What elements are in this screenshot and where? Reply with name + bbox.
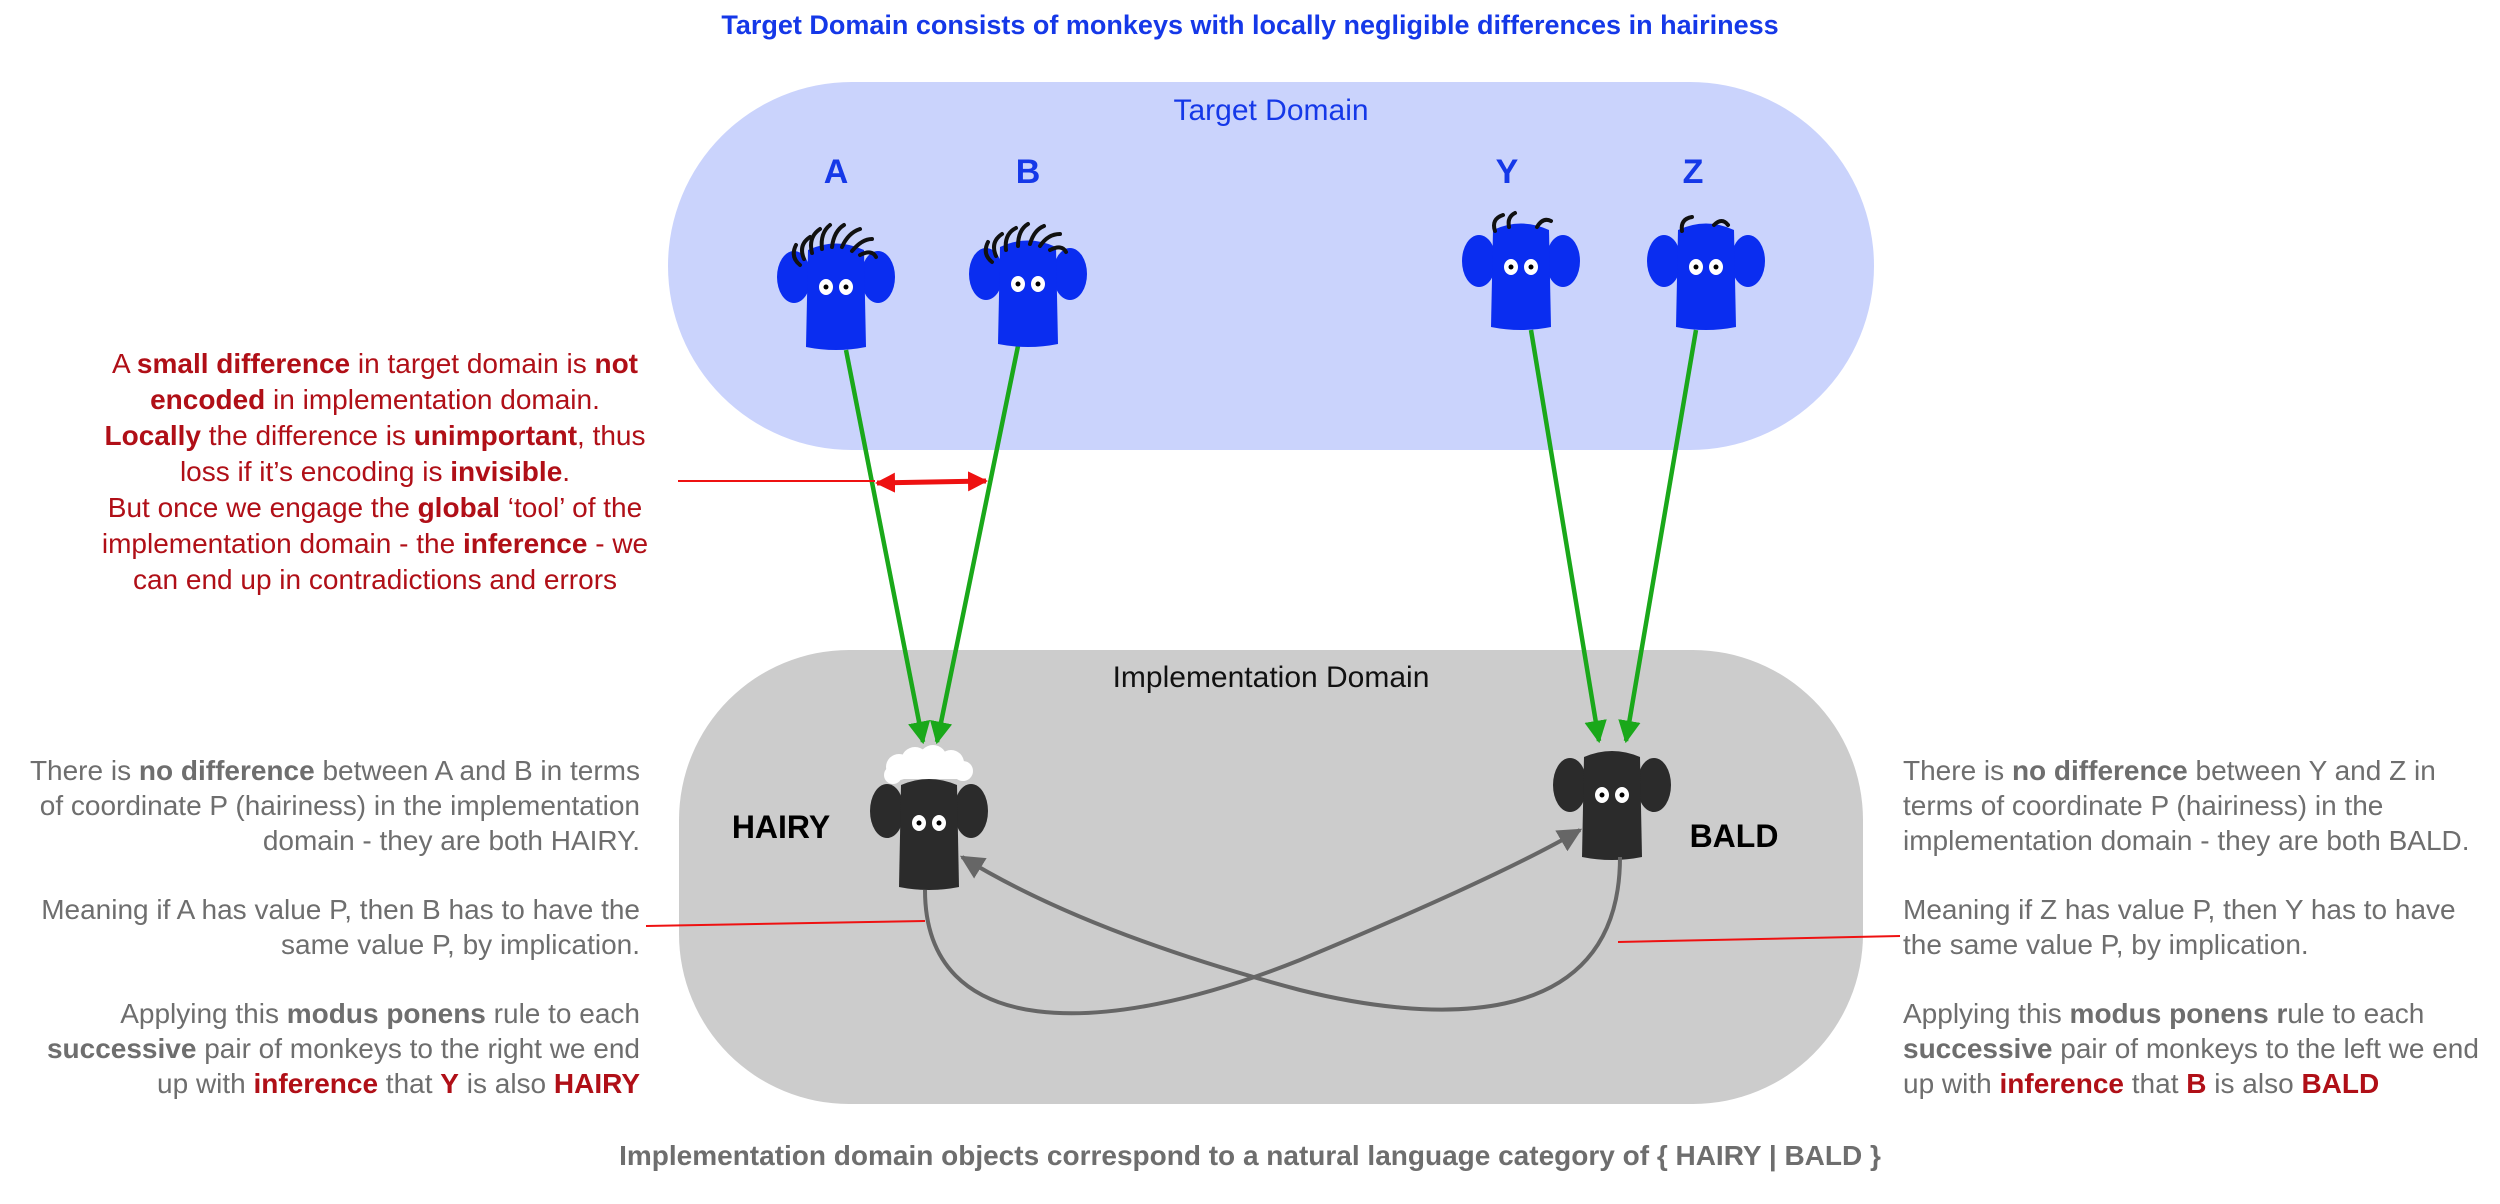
hairy-label: HAIRY bbox=[732, 809, 830, 845]
monkey-z-icon bbox=[1647, 215, 1765, 330]
monkey-y-icon bbox=[1462, 211, 1580, 330]
bald-label: BALD bbox=[1690, 818, 1779, 854]
difference-arrow bbox=[875, 471, 988, 493]
monkey-a-icon bbox=[777, 223, 895, 350]
mapping-arrow-b bbox=[930, 345, 1021, 745]
mapping-arrow-z bbox=[1618, 329, 1699, 744]
target-domain-label: Target Domain bbox=[1173, 94, 1368, 127]
mapping-arrow-y bbox=[1528, 329, 1607, 744]
monkey-label-y: Y bbox=[1496, 153, 1519, 191]
small-difference-note: A small difference in target domain is n… bbox=[101, 348, 649, 595]
right-note-pointer bbox=[1617, 935, 1901, 943]
implementation-domain-region bbox=[679, 650, 1863, 1104]
implementation-domain-label: Implementation Domain bbox=[1113, 661, 1430, 694]
monkey-label-z: Z bbox=[1683, 153, 1704, 191]
hairy-explanation-note: There is no difference between A and B i… bbox=[29, 755, 640, 1099]
bald-explanation-note: There is no difference between Y and Z i… bbox=[1903, 755, 2479, 1099]
target-domain-region bbox=[668, 82, 1874, 450]
inference-arrow-bald-to-hairy bbox=[959, 855, 1622, 1012]
top-title: Target Domain consists of monkeys with l… bbox=[721, 10, 1779, 40]
bald-monkey-icon bbox=[1553, 751, 1671, 860]
monkey-b-icon bbox=[969, 222, 1087, 347]
monkey-label-a: A bbox=[824, 153, 849, 191]
monkey-label-b: B bbox=[1016, 153, 1041, 191]
bottom-title: Implementation domain objects correspond… bbox=[619, 1140, 1881, 1171]
hairy-monkey-icon bbox=[870, 745, 988, 890]
left-note-pointer bbox=[645, 920, 926, 927]
mapping-arrow-a bbox=[843, 349, 931, 745]
